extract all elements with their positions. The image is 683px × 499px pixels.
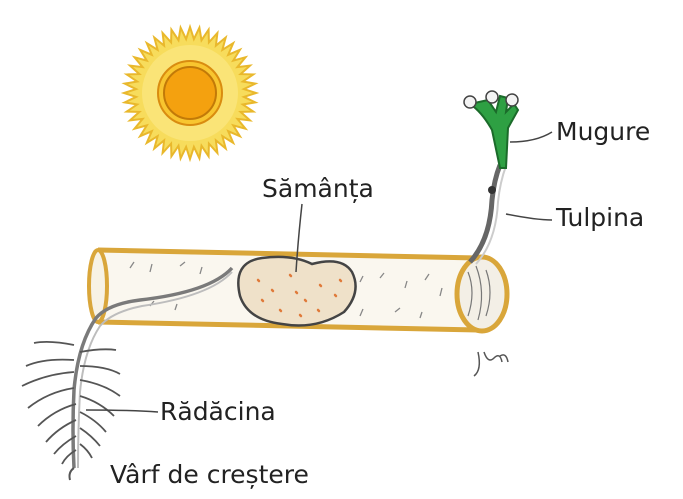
bud-icon — [464, 91, 518, 168]
label-growth-tip: Vârf de creștere — [110, 462, 309, 487]
label-bud: Mugure — [556, 119, 650, 144]
label-stem: Tulpina — [556, 205, 644, 230]
stem — [470, 165, 506, 264]
label-root: Rădăcina — [160, 399, 276, 424]
artist-signature — [474, 352, 508, 376]
sun-icon — [124, 27, 256, 159]
label-seed: Sămânța — [262, 176, 374, 201]
